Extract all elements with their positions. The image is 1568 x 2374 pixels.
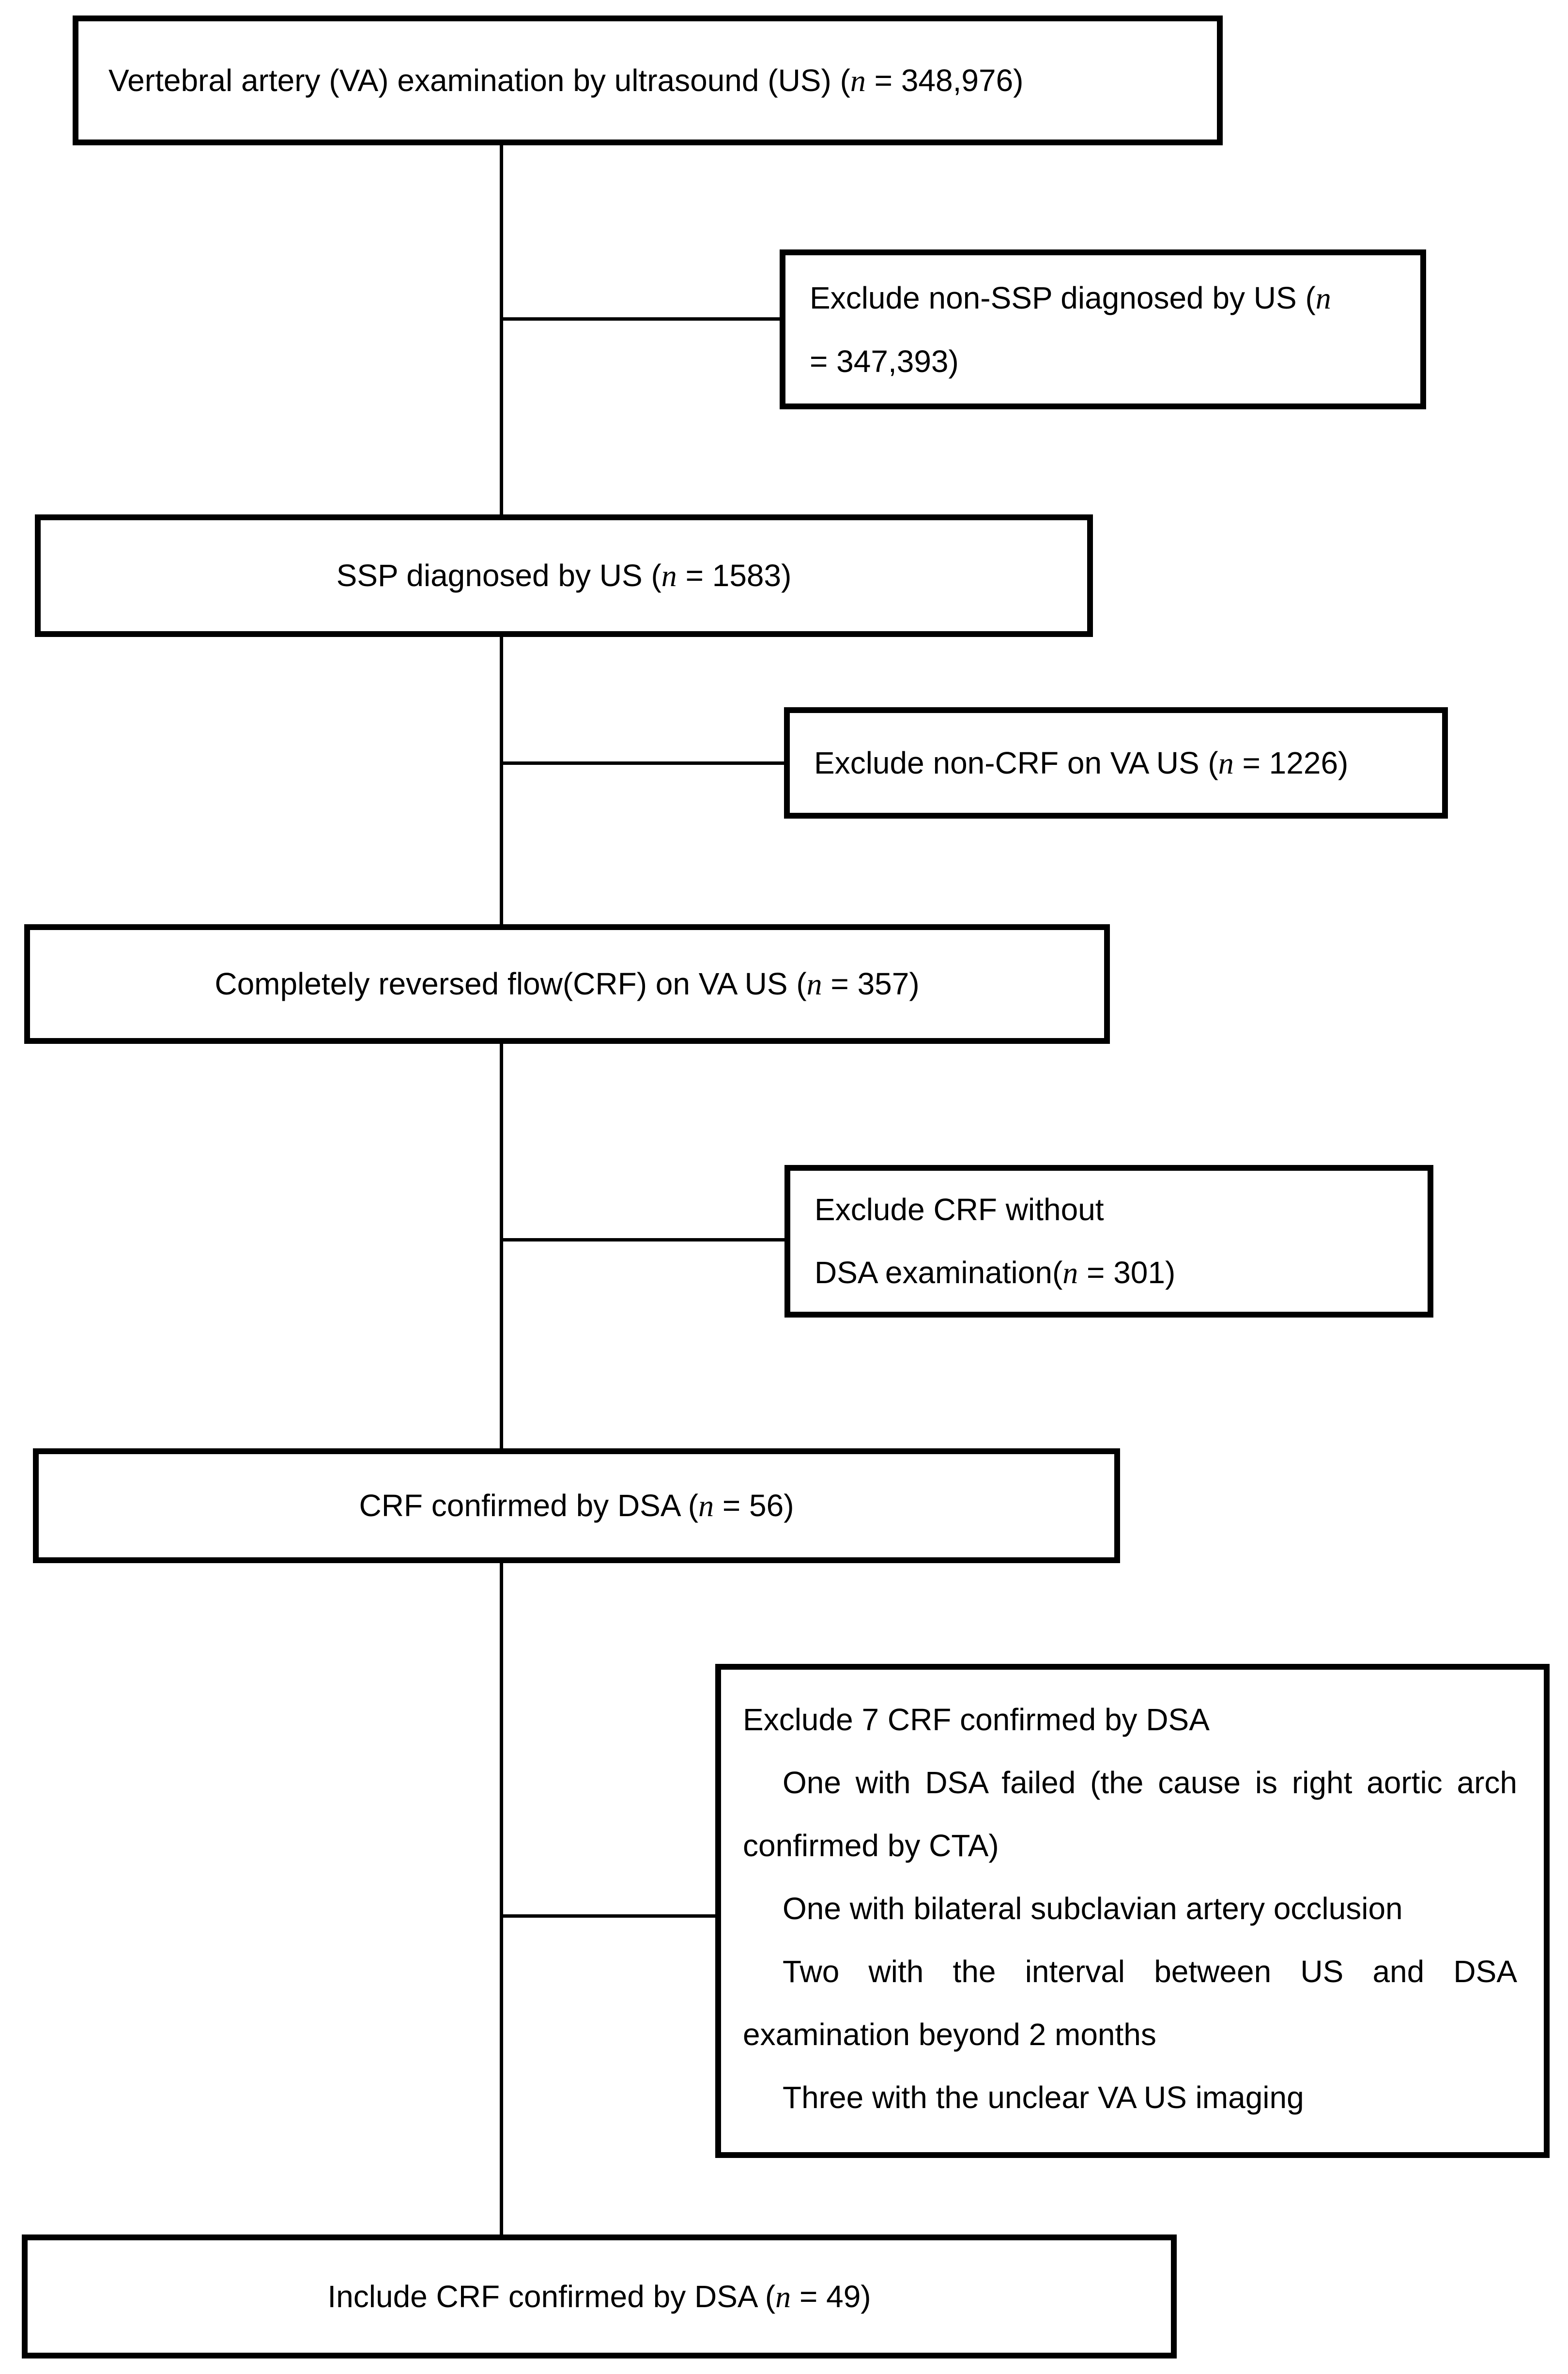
flow-box-label: Exclude CRF without DSA examination(n = … — [815, 1192, 1176, 1290]
flow-box-crf-on-va-us: Completely reversed flow(CRF) on VA US (… — [24, 924, 1110, 1044]
flow-box-label: Completely reversed flow(CRF) on VA US (… — [215, 966, 920, 1001]
trunk-connector-1 — [500, 145, 503, 514]
flow-box-exclude-non-crf: Exclude non-CRF on VA US (n = 1226) — [784, 707, 1448, 819]
flow-box-label: Exclude non-SSP diagnosed by US (n = 347… — [810, 280, 1331, 379]
flow-box-label: CRF confirmed by DSA (n = 56) — [359, 1488, 794, 1523]
flow-box-include-final: Include CRF confirmed by DSA (n = 49) — [22, 2234, 1177, 2358]
exclusion-reason-unclear-imaging: Three with the unclear VA US imaging — [783, 2080, 1304, 2115]
flow-box-label: Vertebral artery (VA) examination by ult… — [108, 62, 1024, 98]
flow-box-label: Exclude non-CRF on VA US (n = 1226) — [814, 745, 1349, 780]
flow-box-exclude-non-ssp: Exclude non-SSP diagnosed by US (n = 347… — [780, 249, 1426, 409]
branch-connector-exclude-non-crf — [501, 761, 786, 765]
flow-box-exclude-seven-crf: Exclude 7 CRF confirmed by DSA One with … — [715, 1664, 1550, 2158]
branch-connector-exclude-non-ssp — [501, 317, 782, 321]
exclusion-reason-dsa-failed: One with DSA failed (the cause is right … — [743, 1765, 1517, 1863]
trunk-connector-4 — [500, 1563, 503, 2234]
trunk-connector-2 — [500, 637, 503, 924]
exclusion-heading: Exclude 7 CRF confirmed by DSA — [743, 1702, 1210, 1737]
branch-connector-exclude-no-dsa — [501, 1238, 787, 1241]
branch-connector-exclude-seven — [501, 1914, 718, 1918]
flow-box-exclude-without-dsa: Exclude CRF without DSA examination(n = … — [784, 1165, 1433, 1318]
flow-box-label: Include CRF confirmed by DSA (n = 49) — [327, 2279, 871, 2314]
flow-box-crf-confirmed-dsa: CRF confirmed by DSA (n = 56) — [33, 1448, 1120, 1563]
exclusion-reason-interval: Two with the interval between US and DSA… — [743, 1954, 1517, 2052]
flow-box-va-ultrasound-exam: Vertebral artery (VA) examination by ult… — [73, 16, 1223, 145]
flow-box-ssp-diagnosed: SSP diagnosed by US (n = 1583) — [35, 514, 1093, 637]
trunk-connector-3 — [500, 1044, 503, 1448]
flow-box-label: SSP diagnosed by US (n = 1583) — [336, 558, 792, 593]
exclusion-reason-bilateral-occlusion: One with bilateral subclavian artery occ… — [783, 1891, 1403, 1926]
